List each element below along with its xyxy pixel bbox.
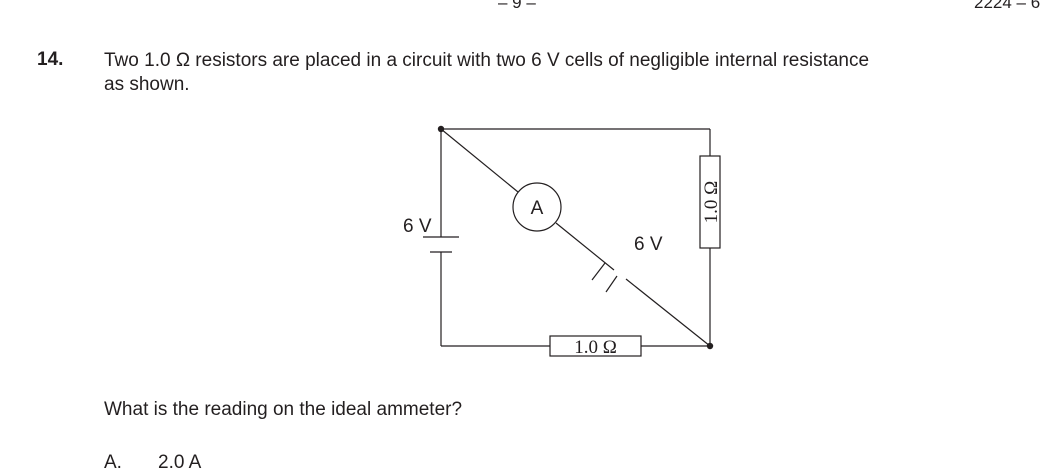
diagonal-wire-2 bbox=[555, 222, 615, 271]
diagonal-cell-short-plate bbox=[605, 275, 618, 293]
diagonal-cell-long-plate bbox=[591, 262, 606, 281]
junction-bottom-right bbox=[706, 342, 714, 350]
paper-code: 2224 – 6 bbox=[974, 0, 1040, 12]
option-a-value: 2.0 A bbox=[158, 452, 202, 473]
option-a-letter: A. bbox=[104, 452, 122, 473]
question-text: Two 1.0 Ω resistors are placed in a circ… bbox=[104, 49, 869, 97]
question-number: 14. bbox=[37, 49, 64, 70]
question-text-line-2: as shown. bbox=[104, 74, 190, 95]
diagonal-wire-3 bbox=[625, 278, 711, 347]
right-resistor bbox=[699, 155, 721, 249]
question-text-line-1: Two 1.0 Ω resistors are placed in a circ… bbox=[104, 50, 870, 71]
ammeter bbox=[512, 182, 562, 232]
diagonal-wire-1 bbox=[440, 128, 519, 193]
page-number: – 9 – bbox=[498, 0, 536, 12]
bottom-resistor-label: 1.0 Ω bbox=[574, 337, 617, 358]
diagonal-cell-label: 6 V bbox=[634, 234, 663, 255]
question-prompt: What is the reading on the ideal ammeter… bbox=[104, 399, 463, 420]
ammeter-label: A bbox=[531, 198, 544, 219]
bottom-resistor bbox=[549, 335, 642, 357]
left-cell-label: 6 V bbox=[403, 216, 432, 237]
junction-top-left bbox=[437, 125, 445, 133]
right-resistor-label: 1.0 Ω bbox=[701, 181, 722, 224]
